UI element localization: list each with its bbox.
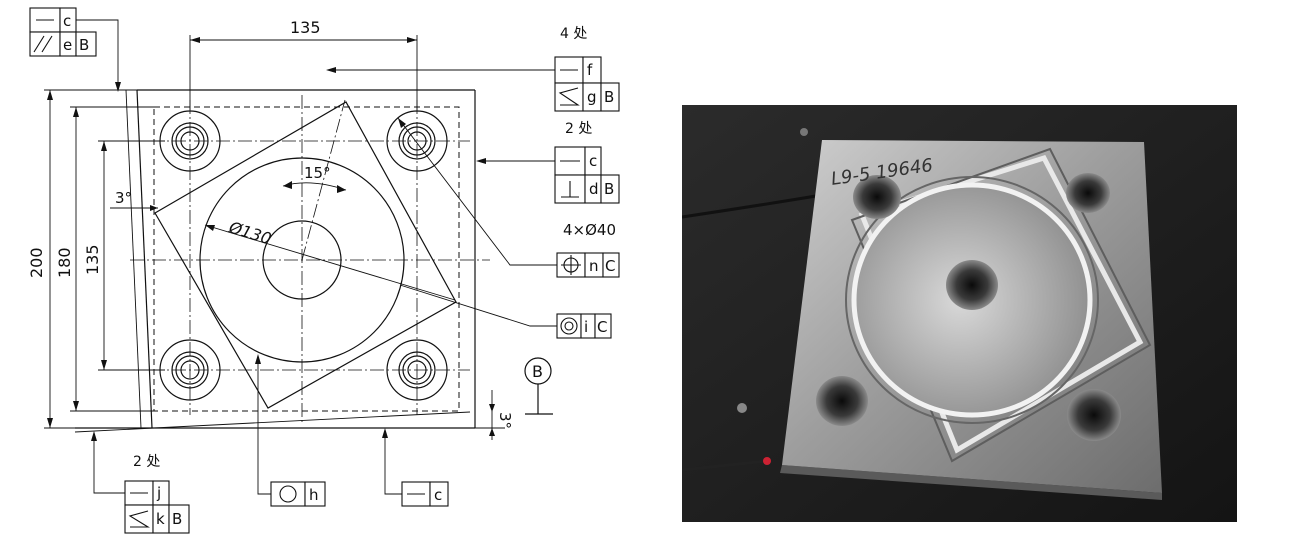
- fcf-concentricity: [399, 284, 612, 339]
- fcf-top-left-row1: c: [63, 12, 71, 30]
- center-lines: [130, 95, 490, 425]
- datum-b-label: B: [532, 362, 543, 381]
- fcf-bottom-left: [91, 431, 190, 534]
- fcf-right-2-datum: B: [604, 180, 614, 198]
- angle-bottom-right: [475, 390, 505, 440]
- part-photo: L9-5 19646: [682, 105, 1237, 522]
- dim-height-200: [44, 89, 137, 429]
- fcf-right-1-datum: B: [604, 88, 614, 106]
- photo-hole-center: [946, 260, 998, 310]
- datum-b: [524, 357, 553, 415]
- fcf-right-1-tol: g: [587, 88, 597, 106]
- probe-stylus: [682, 459, 767, 472]
- angle-bottom-label: 3°: [496, 412, 514, 429]
- fcf-top-left: [29, 7, 121, 92]
- rotated-square: [154, 101, 457, 409]
- circle-130: [199, 157, 405, 363]
- photo-hole-top-left: [853, 175, 901, 219]
- hole-bottom-right: [386, 339, 448, 401]
- fcf-bottom-flatness-tol: c: [434, 486, 442, 504]
- fcf-position-datum: C: [605, 257, 615, 275]
- dim-135-vertical-label: 135: [83, 244, 102, 275]
- hole-top-right: [386, 110, 448, 172]
- fcf-bottom-flatness: [382, 428, 449, 507]
- fcf-position-tol: n: [589, 257, 599, 275]
- note-count-2-bottom: 2 处: [133, 454, 160, 470]
- table-screw-1: [800, 128, 808, 136]
- probe-tip: [763, 457, 771, 465]
- dim-200-label: 200: [27, 247, 46, 278]
- fcf-right-2-row1: c: [589, 152, 597, 170]
- circular-face-edge: [845, 176, 1099, 424]
- probe-cable: [682, 193, 823, 219]
- fcf-right-1-row1: f: [587, 61, 593, 79]
- dim-height-180: [70, 106, 154, 412]
- angle-left: [110, 205, 158, 211]
- dim-width-top: [189, 35, 418, 110]
- photo-illustration: L9-5 19646: [682, 105, 1237, 522]
- angle-rotation-label: 15°: [304, 164, 331, 182]
- fcf-bottom-left-datum: B: [172, 510, 182, 528]
- fcf-right-2-tol: d: [589, 180, 599, 198]
- angle-rotation: [282, 181, 347, 193]
- fcf-circularity: [255, 354, 326, 507]
- fcf-concentric-datum: C: [597, 318, 607, 336]
- angle-left-label: 3°: [115, 189, 132, 207]
- fcf-bottom-left-row1: j: [156, 484, 161, 502]
- engineering-drawing: 135 200 180 135 3° 15°: [27, 7, 620, 534]
- dim-diameter: [204, 224, 456, 301]
- note-count-2-right: 2 处: [565, 121, 592, 137]
- dim-180-label: 180: [55, 247, 74, 278]
- fcf-right-1: [326, 56, 620, 112]
- photo-hole-top-right: [1066, 173, 1110, 213]
- plate-side: [780, 465, 1162, 500]
- dim-height-135: [98, 140, 165, 371]
- fcf-top-left-datum: B: [79, 36, 89, 54]
- fcf-position: [397, 117, 620, 278]
- plate-outline: [74, 89, 476, 433]
- dashed-inner-square: [153, 106, 460, 412]
- photo-hole-bottom-left: [816, 376, 868, 426]
- table-screw-2: [737, 403, 747, 413]
- fcf-right-2: [476, 146, 620, 204]
- fcf-bottom-left-tol: k: [156, 510, 165, 528]
- dim-135-top-label: 135: [290, 18, 321, 37]
- fcf-concentric-tol: i: [584, 318, 588, 336]
- center-bore: [262, 220, 342, 300]
- fcf-top-left-tol: e: [63, 36, 72, 54]
- photo-hole-bottom-right: [1067, 389, 1121, 441]
- diameter-label: Ø130: [226, 217, 274, 248]
- hole-spec-label: 4×Ø40: [563, 221, 616, 239]
- note-count-4: 4 处: [560, 26, 587, 42]
- fcf-circularity-tol: h: [309, 486, 319, 504]
